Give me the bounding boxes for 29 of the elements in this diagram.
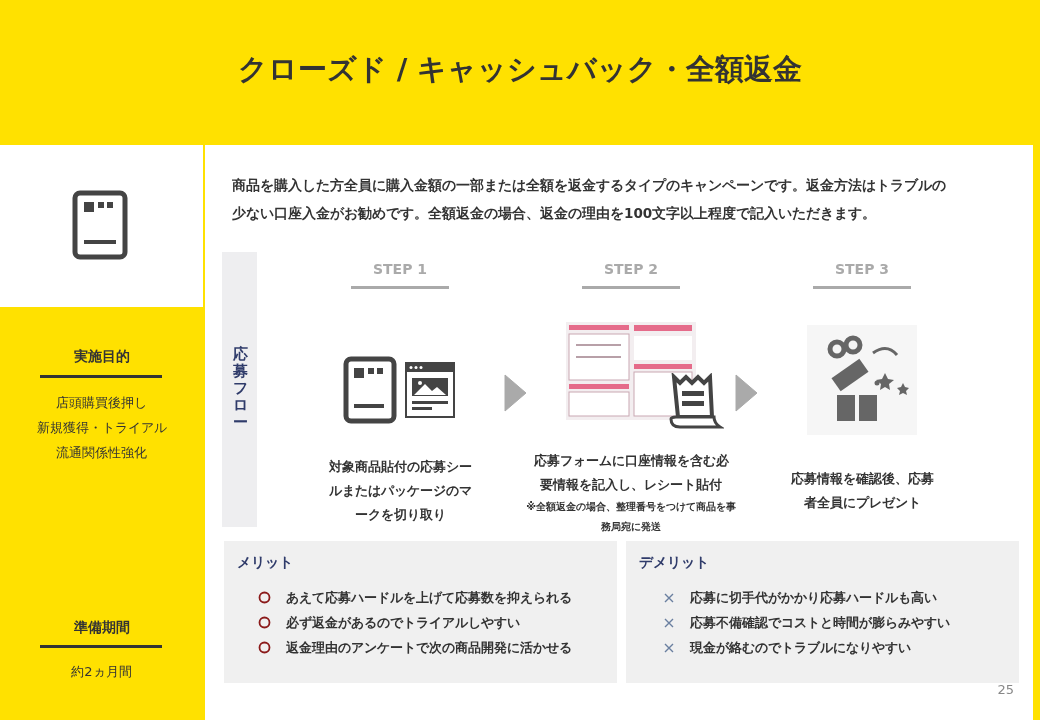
info-panel xyxy=(224,541,617,683)
step-label: STEP 3 xyxy=(833,261,891,277)
step-text: 応募情報を確認後、応募者全員にプレゼント xyxy=(789,470,935,512)
section-heading: 準備期間 xyxy=(72,619,131,637)
step-label: STEP 2 xyxy=(602,261,660,277)
list-item: 応募不備確認でコストと時間が膨らみやすい xyxy=(690,614,950,632)
section-heading: 実施目的 xyxy=(72,348,131,366)
note-text: ※全額返金の場合、整理番号をつけて商品を事務局宛に発送 xyxy=(526,500,736,534)
info-panel xyxy=(626,541,1019,683)
list-item: あえて応募ハードルを上げて応募数を抑えられる xyxy=(286,589,572,607)
list-item: 必ず返金があるのでトライアルしやすい xyxy=(286,614,520,632)
vertical-label: 応募フロー xyxy=(231,346,249,431)
period-text: 約2ヵ月間 xyxy=(70,663,133,681)
step-text: 対象商品貼付の応募シールまたはパッケージのマークを切り取り xyxy=(327,458,473,524)
panel-heading: デメリット xyxy=(639,554,709,572)
purpose-text: 流通関係性強化 xyxy=(55,444,148,462)
panel-heading: メリット xyxy=(237,554,293,572)
purpose-text: 店頭購買後押し xyxy=(55,394,148,412)
list-item: 返金理由のアンケートで次の商品開発に活かせる xyxy=(286,639,572,657)
slide-title: クローズド / キャッシュバック・全額返金 xyxy=(236,51,804,88)
intro-paragraph: 商品を購入した方全員に購入金額の一部または全額を返金するタイプのキャンペーンです。返金方法はトラブルの少ない口座入金がお勧めです。全額返金の場合、返金の理由を100文字以上程度で記入いただきます。 xyxy=(232,176,947,223)
step-text: 応募フォームに口座情報を含む必要情報を記入し、レシート貼付 xyxy=(532,452,730,494)
purpose-text: 新規獲得・トライアル xyxy=(35,419,168,437)
list-item: 現金が絡むのでトラブルになりやすい xyxy=(690,639,911,657)
arrow xyxy=(504,374,527,412)
arrow xyxy=(735,374,758,412)
step-label: STEP 1 xyxy=(371,261,429,277)
page-number: 25 xyxy=(996,682,1014,697)
list-item: 応募に切手代がかかり応募ハードルも高い xyxy=(690,589,937,607)
